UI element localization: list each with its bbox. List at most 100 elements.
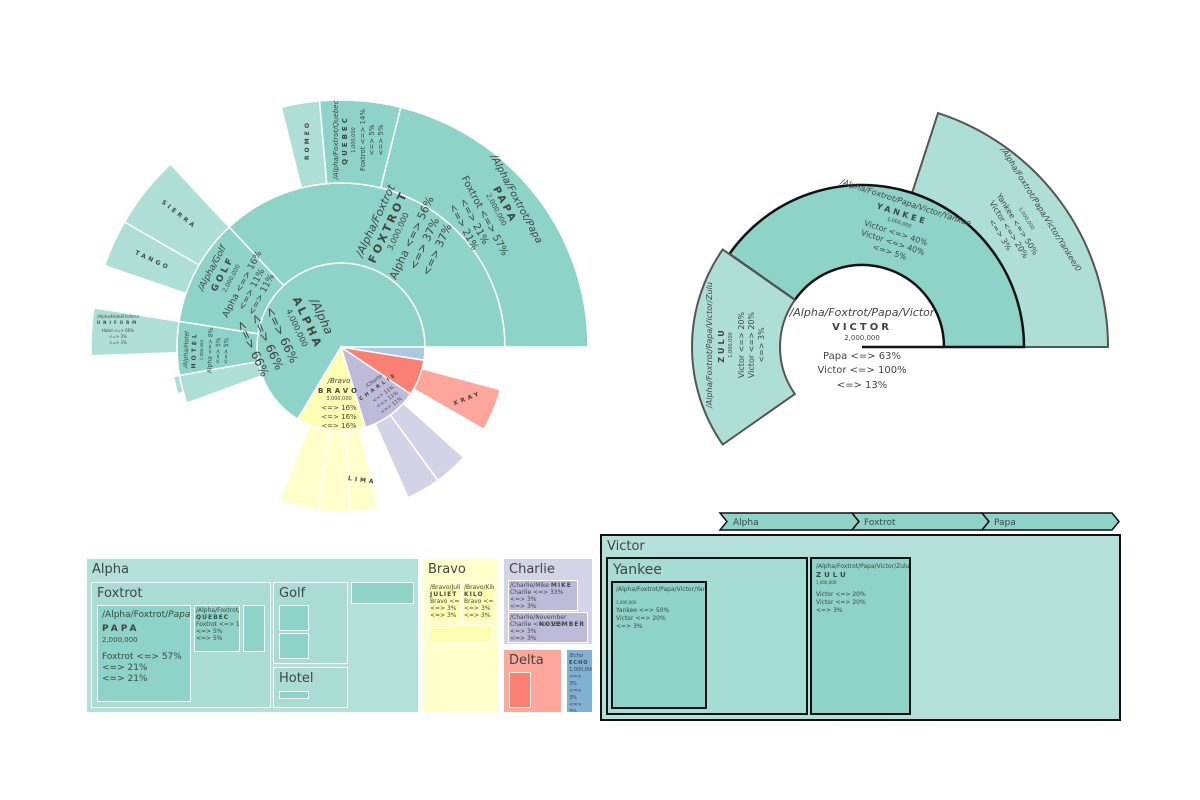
treemap-uniform[interactable] [279,691,309,699]
treemap-yankee0[interactable]: /Alpha/Foxtrot/Papa/Victor/Yankee/0 1,00… [611,581,707,709]
quebec-line: <=> 5% [196,635,223,642]
sunburst-wedge-xray[interactable] [412,367,502,431]
quebec-name: QUEBEC [341,115,349,165]
sunburst-wedge-zulu[interactable] [691,248,797,446]
victor-path: /Alpha/Foxtrot/Papa/Victor [789,306,936,319]
quebec-value: 1,000,000 [351,127,357,152]
papa-line: <=> 21% [102,663,148,673]
quebec-line: Foxtrot <=> 14% [359,109,367,171]
papa-line: Foxtrot <=> 57% [102,652,182,662]
november-path: /Charlie/November [510,614,567,621]
zulu-value: 1,000,000 [816,580,837,585]
treemap-juliet[interactable]: /Bravo/Juliet JULIET Bravo <=> 17% <=> 3… [428,582,461,622]
treemap-lima[interactable] [429,625,493,643]
sunburst-wedge-yankee[interactable] [727,183,1026,349]
papa-leaf: Papa [168,610,191,620]
zulu-path: /Alpha/Foxtrot/Papa/Victor/Zulu [705,282,714,409]
pathbar-papa-label: Papa [994,518,1016,528]
victor-value: 2,000,000 [844,334,880,342]
pathbar-papa[interactable] [980,512,1120,531]
papa-line: <=> 21% [102,674,148,684]
treemap-tango[interactable] [279,633,309,659]
treemap-zulu[interactable]: /Alpha/Foxtrot/Papa/Victor/Zulu ZULU 1,0… [810,557,911,715]
quebec-line: <=> 5% [377,124,385,155]
treemap-alpha-child[interactable] [351,582,414,604]
kilo-line: Bravo <=> 17% [464,598,494,605]
november-line: <=> 3% [510,628,537,635]
label-charlie: /Charlie CHARLIE <=> 11% <=> 11% <=> 11% [358,372,404,416]
bravo-title: Bravo [428,562,466,577]
bravo-path: /Bravo [327,377,351,385]
sunburst-right [691,111,1110,446]
yankee0-line: Yankee <=> 50% [616,607,670,614]
treemap-sierra[interactable] [279,605,309,631]
uniform-line: <=> 3% [109,334,127,339]
treemap-delta-child[interactable] [509,672,531,708]
zulu-line: Victor <=> 20% [737,311,746,378]
hotel-title: Hotel [279,671,314,686]
zulu-line: Victor <=> 20% [816,599,866,606]
kilo-name: KILO [464,591,484,598]
kilo-line: <=> 3% [464,605,491,612]
treemap-hotel[interactable]: Hotel [273,667,348,708]
sunburst-wedge-lima[interactable] [344,427,380,513]
november-line: Charlie <=> 33% [510,621,564,628]
uniform-name: UNIFORM [97,320,139,325]
alpha-title: Alpha [92,562,129,577]
bravo-line: <=> 16% [321,413,357,421]
zulu-name: ZULU [816,571,849,579]
treemap-mike[interactable]: /Charlie/Mike MIKE Charlie <=> 33% <=> 3… [508,580,578,611]
victor-name: VICTOR [832,322,892,333]
treemap-echo[interactable]: /Echo ECHO 1,000,000 <=> 3% <=> 3% <=> 3… [566,649,593,713]
treemap-november[interactable]: /Charlie/November NOVEMBER Charlie <=> 3… [508,612,588,643]
bravo-line: <=> 16% [321,404,357,412]
label-uniform: /Alpha/Hotel/Uniform UNIFORM Hotel <=> 6… [96,314,139,345]
mike-line: <=> 3% [510,596,537,603]
echo-line: <=> 3% [569,688,582,701]
sunburst-wedge-romeo[interactable] [280,100,328,189]
lima-name: LIMA [348,475,377,486]
uniform-path: /Alpha/Hotel/Uniform [96,314,139,319]
zulu-path: /Alpha/Foxtrot/Papa/Victor/Zulu [816,563,910,570]
juliet-line: <=> 3% [430,605,457,612]
zulu-line: Victor <=> 20% [816,591,866,598]
quebec-name: QUEBEC [196,614,230,621]
bravo-line: <=> 16% [321,422,357,430]
sunburst-wedge-hotel-child[interactable] [172,374,185,395]
zulu-name: ZULU [717,327,726,363]
treemap-papa[interactable]: /Alpha/Foxtrot/Papa PAPA 2,000,000 Foxtr… [97,605,191,702]
zulu-line: Victor <=> 20% [747,311,756,378]
bravo-value: 3,000,000 [326,396,351,402]
sunburst-wedge-tango[interactable] [103,220,200,295]
pathbar-alpha-label: Alpha [733,518,759,528]
papa-value: 2,000,000 [102,636,138,644]
golf-title: Golf [279,586,306,601]
sunburst-wedge-uniform[interactable] [90,307,180,357]
treemap-romeo[interactable] [243,605,265,652]
treemap-quebec[interactable]: /Alpha/Foxtrot/Quebec QUEBEC Foxtrot <=>… [194,605,240,652]
zulu-line: <=> 3% [757,327,766,363]
sunburst-wedge-papa[interactable] [379,106,589,348]
label-victor: /Alpha/Foxtrot/Papa/Victor VICTOR 2,000,… [789,306,936,391]
echo-value: 1,000,000 [569,667,593,673]
foxtrot-title: Foxtrot [97,586,143,601]
echo-path: /Echo [569,653,583,659]
sunburst-wedge-november[interactable] [389,402,465,482]
victor-title: Victor [607,539,645,554]
pathbar-foxtrot-label: Foxtrot [864,518,896,528]
treemap-pathbar: Alpha Foxtrot Papa [718,512,1120,531]
mike-line: <=> 3% [510,603,537,610]
juliet-path: /Bravo/Juliet [430,584,461,591]
yankee0-path: /Alpha/Foxtrot/Papa/Victor/Yankee/0 [616,586,707,593]
yankee0-line: <=> 3% [616,623,643,630]
kilo-line: <=> 3% [464,612,491,619]
yankee0-value: 1,000,000 [616,600,637,605]
treemap-kilo[interactable]: /Bravo/Kilo KILO Bravo <=> 17% <=> 3% <=… [462,582,495,622]
bravo-name: BRAVO [318,387,360,395]
november-line: <=> 3% [510,635,537,642]
victor-line: <=> 13% [837,380,888,391]
quebec-line: Foxtrot <=> 14% [196,621,240,628]
label-zulu: /Alpha/Foxtrot/Papa/Victor/Zulu ZULU 1,0… [705,282,766,409]
mike-name: MIKE [550,582,572,589]
